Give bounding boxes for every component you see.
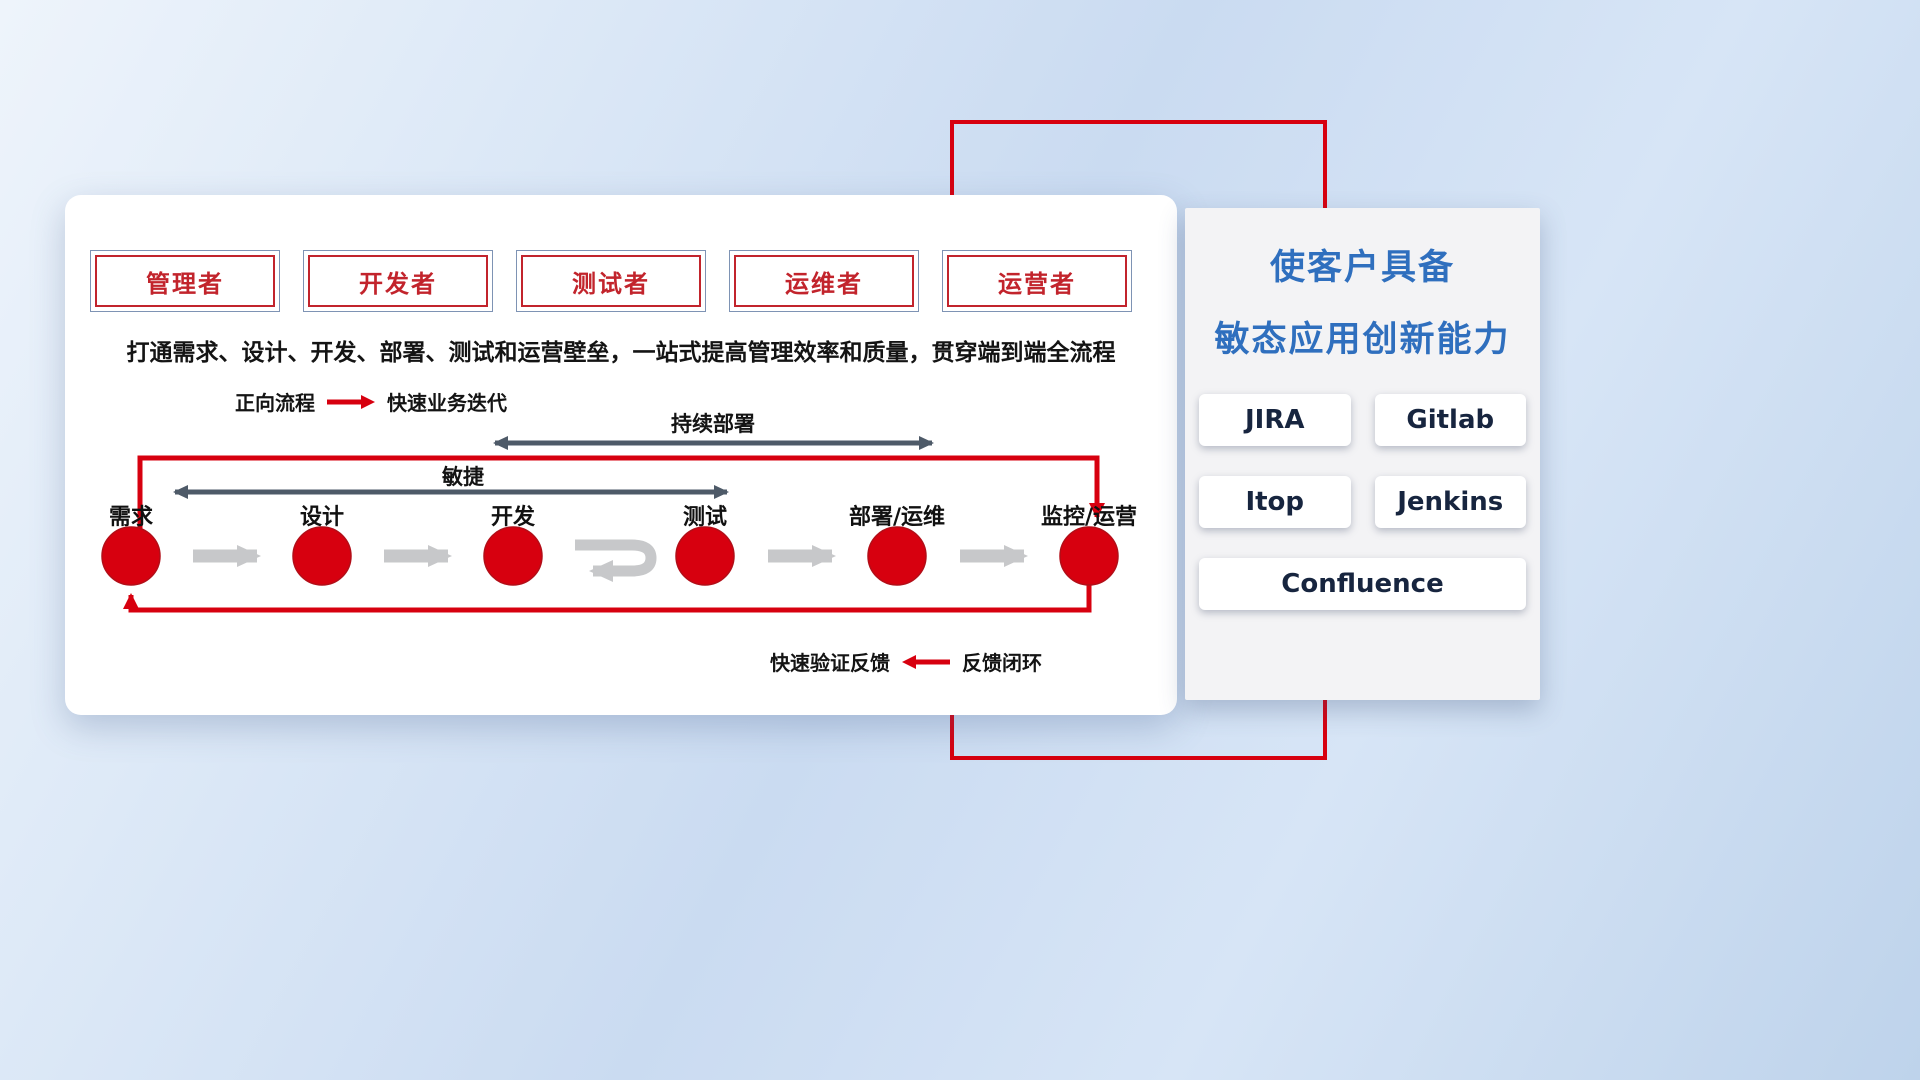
role-boxes-row: 管理者 开发者 测试者 运维者 运营者 (90, 250, 1132, 312)
role-label: 开发者 (308, 255, 488, 307)
role-box-manager: 管理者 (90, 250, 280, 312)
stage-label-monitor-operate: 监控/运营 (1041, 504, 1137, 530)
stage-circle-development (483, 526, 543, 586)
role-box-ops: 运维者 (729, 250, 919, 312)
legend-forward-desc: 快速业务迭代 (387, 391, 507, 415)
tool-jira: JIRA (1199, 394, 1351, 446)
panel-title-line2: 敏态应用创新能力 (1214, 320, 1511, 360)
devops-flow-card: 管理者 开发者 测试者 运维者 运营者 打通需求、设计、开发、部署、测试和运营壁… (65, 195, 1177, 715)
role-box-tester: 测试者 (516, 250, 706, 312)
legend-feedback: 快速验证反馈 反馈闭环 (770, 647, 1042, 676)
agile-span-label: 敏捷 (441, 465, 484, 489)
tool-grid: JIRA Gitlab Itop Jenkins Confluence (1199, 394, 1526, 610)
panel-title-line1: 使客户具备 (1269, 248, 1455, 288)
stage-label-testing: 测试 (683, 505, 727, 530)
stage-circle-deploy-ops (867, 526, 927, 586)
cd-span-label: 持续部署 (671, 412, 755, 436)
stage-circle-testing (675, 526, 735, 586)
tool-itop: Itop (1199, 476, 1351, 528)
stage-label-requirements: 需求 (109, 505, 153, 530)
legend-forward-label: 正向流程 (235, 391, 315, 415)
role-label: 测试者 (521, 255, 701, 307)
role-label: 运营者 (947, 255, 1127, 307)
stage-circle-monitor-operate (1059, 526, 1119, 586)
role-box-operator: 运营者 (942, 250, 1132, 312)
stage-label-deploy-ops: 部署/运维 (849, 504, 945, 530)
forward-arrow-icon (327, 394, 375, 409)
stage-label-design: 设计 (300, 505, 344, 530)
role-label: 管理者 (95, 255, 275, 307)
card-subtitle: 打通需求、设计、开发、部署、测试和运营壁垒，一站式提高管理效率和质量，贯穿端到端… (126, 340, 1116, 366)
feedback-loop-line (123, 583, 1092, 613)
legend-feedback-desc: 反馈闭环 (962, 651, 1042, 675)
legend-forward: 正向流程 快速业务迭代 (235, 387, 507, 416)
stage-circle-requirements (101, 526, 161, 586)
feedback-arrow-icon (902, 654, 950, 669)
role-box-developer: 开发者 (303, 250, 493, 312)
role-label: 运维者 (734, 255, 914, 307)
tool-jenkins: Jenkins (1374, 476, 1526, 528)
stage-circle-design (292, 526, 352, 586)
panel-title: 使客户具备 敏态应用创新能力 (1185, 232, 1540, 376)
forward-flow-line (137, 455, 1105, 529)
tool-gitlab: Gitlab (1374, 394, 1526, 446)
legend-feedback-label: 快速验证反馈 (770, 651, 890, 675)
stage-label-development: 开发 (491, 504, 536, 530)
flow-diagram: 持续部署 敏捷 需求 设计 开发 测试 部署/运维 监控/运营 (101, 412, 1137, 613)
capability-panel: 使客户具备 敏态应用创新能力 JIRA Gitlab Itop Jenkins … (1185, 208, 1540, 700)
iteration-uturn-icon (575, 539, 657, 582)
tool-confluence: Confluence (1199, 558, 1526, 610)
